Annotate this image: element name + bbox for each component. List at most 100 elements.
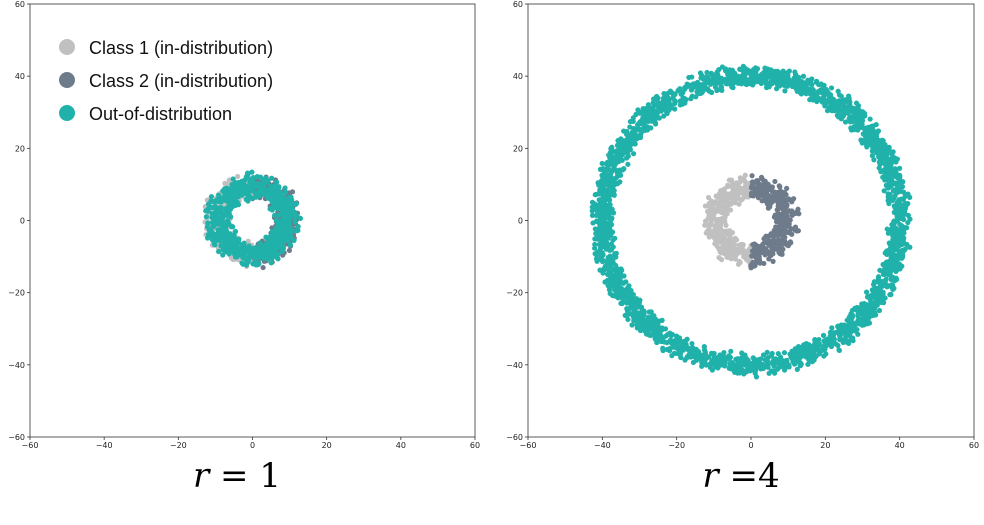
data-point (712, 84, 719, 90)
data-point (273, 225, 279, 232)
data-point (792, 224, 799, 230)
data-point (290, 201, 296, 208)
data-point (698, 75, 704, 81)
data-point (253, 180, 259, 187)
data-point (612, 235, 618, 241)
data-point (208, 193, 215, 200)
data-point (594, 236, 600, 242)
data-point (768, 368, 774, 374)
data-point (733, 237, 740, 243)
data-point (596, 212, 602, 218)
data-point (250, 261, 256, 267)
data-point (628, 293, 635, 300)
data-point (866, 131, 872, 137)
data-point (624, 155, 630, 161)
data-point (821, 332, 827, 339)
data-point (655, 332, 661, 339)
data-point (791, 196, 797, 202)
data-point (676, 346, 682, 352)
data-point (618, 293, 624, 300)
data-point (855, 121, 862, 127)
data-point (737, 66, 743, 72)
data-point (892, 205, 898, 211)
data-point (717, 353, 723, 359)
data-point (717, 362, 723, 368)
data-point (279, 235, 285, 241)
data-point (648, 309, 654, 315)
data-point (728, 348, 734, 354)
data-point (723, 197, 729, 204)
data-point (231, 245, 237, 252)
data-point (885, 194, 891, 200)
data-point (637, 133, 643, 139)
data-point (275, 256, 281, 262)
data-point (269, 229, 275, 235)
data-point (709, 350, 715, 357)
data-point (684, 354, 691, 360)
data-point (258, 181, 264, 187)
data-point (883, 259, 889, 265)
data-point (872, 294, 878, 300)
data-point (258, 188, 264, 195)
data-point (739, 196, 745, 202)
data-point (718, 79, 724, 86)
data-point (241, 253, 248, 259)
data-point (736, 370, 743, 376)
data-point (603, 172, 610, 178)
data-point (608, 246, 615, 253)
data-point (776, 214, 782, 220)
data-point (743, 181, 749, 187)
data-point (761, 260, 767, 267)
data-point (728, 201, 734, 207)
legend-label-class1: Class 1 (in-distribution) (89, 38, 273, 58)
data-point (731, 76, 737, 83)
data-point (758, 174, 765, 180)
data-point (730, 245, 736, 251)
data-point (797, 90, 803, 96)
data-point (605, 167, 611, 173)
data-point (249, 195, 256, 201)
legend: Class 1 (in-distribution) Class 2 (in-di… (59, 38, 273, 124)
data-point (888, 291, 894, 298)
data-point (225, 190, 232, 197)
data-point (749, 76, 755, 82)
data-point (642, 127, 648, 133)
data-point (724, 204, 730, 210)
data-point (847, 102, 853, 108)
data-point (642, 115, 649, 121)
data-point (726, 177, 732, 183)
data-point (253, 190, 259, 196)
data-point (210, 213, 216, 219)
data-point (273, 246, 279, 252)
data-point (645, 102, 652, 108)
data-point (688, 96, 694, 102)
data-point (222, 180, 228, 186)
data-point (637, 119, 643, 125)
y-tick-label: 60 (15, 0, 25, 9)
data-point (722, 244, 728, 250)
data-point (607, 256, 613, 262)
data-point (860, 322, 866, 328)
data-point (897, 232, 903, 238)
data-point (711, 211, 717, 217)
data-point (862, 126, 868, 132)
data-point (886, 200, 892, 207)
data-point (240, 261, 246, 267)
data-point (831, 331, 837, 337)
data-point (606, 224, 612, 230)
data-point (838, 108, 845, 114)
data-point (770, 258, 776, 264)
data-point (660, 346, 666, 353)
data-point (672, 344, 678, 350)
data-point (269, 225, 275, 231)
data-point (589, 212, 596, 218)
data-point (607, 206, 613, 212)
data-point (630, 151, 637, 157)
data-point (719, 240, 725, 246)
data-point (636, 312, 642, 318)
data-point (662, 105, 668, 112)
data-point (781, 215, 787, 222)
data-point (268, 244, 274, 251)
data-point (896, 248, 902, 254)
x-tick-label: −60 (520, 441, 537, 450)
